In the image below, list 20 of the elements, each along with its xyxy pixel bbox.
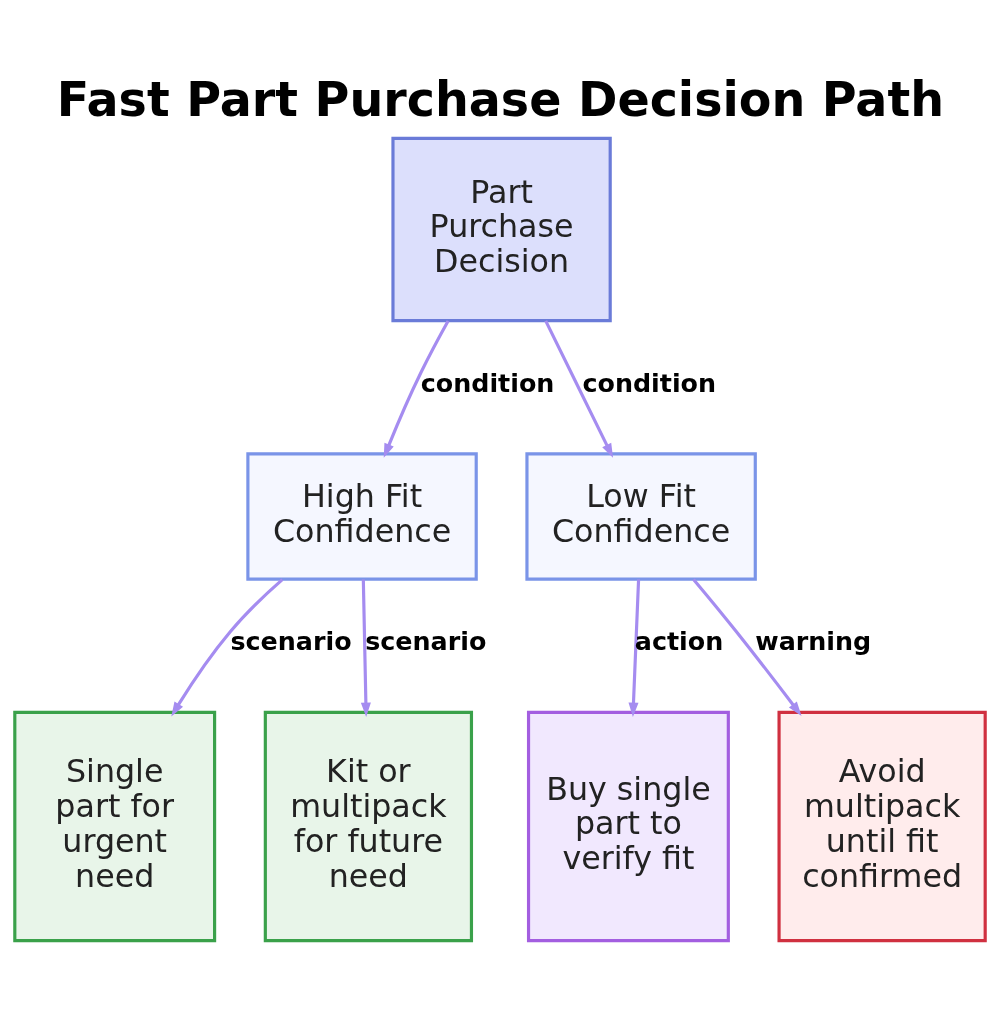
edge-label: scenario	[230, 626, 352, 657]
node-box: Avoid multipack until fit confirmed	[777, 710, 987, 943]
arrow	[692, 578, 802, 716]
edge-label: condition	[420, 367, 555, 398]
node-box: Single part for urgent need	[13, 710, 217, 943]
arrow	[171, 578, 284, 717]
node-box: Low Fit Confidence	[525, 452, 757, 581]
node-box: Part Purchase Decision	[391, 136, 612, 323]
node-box: Kit or multipack for future need	[263, 710, 474, 943]
arrow	[544, 320, 614, 458]
arrow	[383, 320, 450, 458]
edge-label: scenario	[365, 626, 487, 657]
edge-label: warning	[755, 626, 872, 657]
arrow	[628, 579, 641, 717]
diagram-title: Fast Part Purchase Decision Path	[56, 72, 945, 128]
node-box: Buy single part to verify fit	[526, 710, 730, 943]
arrow	[360, 579, 371, 717]
node-box: High Fit Confidence	[246, 452, 478, 581]
edge-label: action	[634, 626, 724, 657]
edge-label: condition	[582, 367, 717, 398]
